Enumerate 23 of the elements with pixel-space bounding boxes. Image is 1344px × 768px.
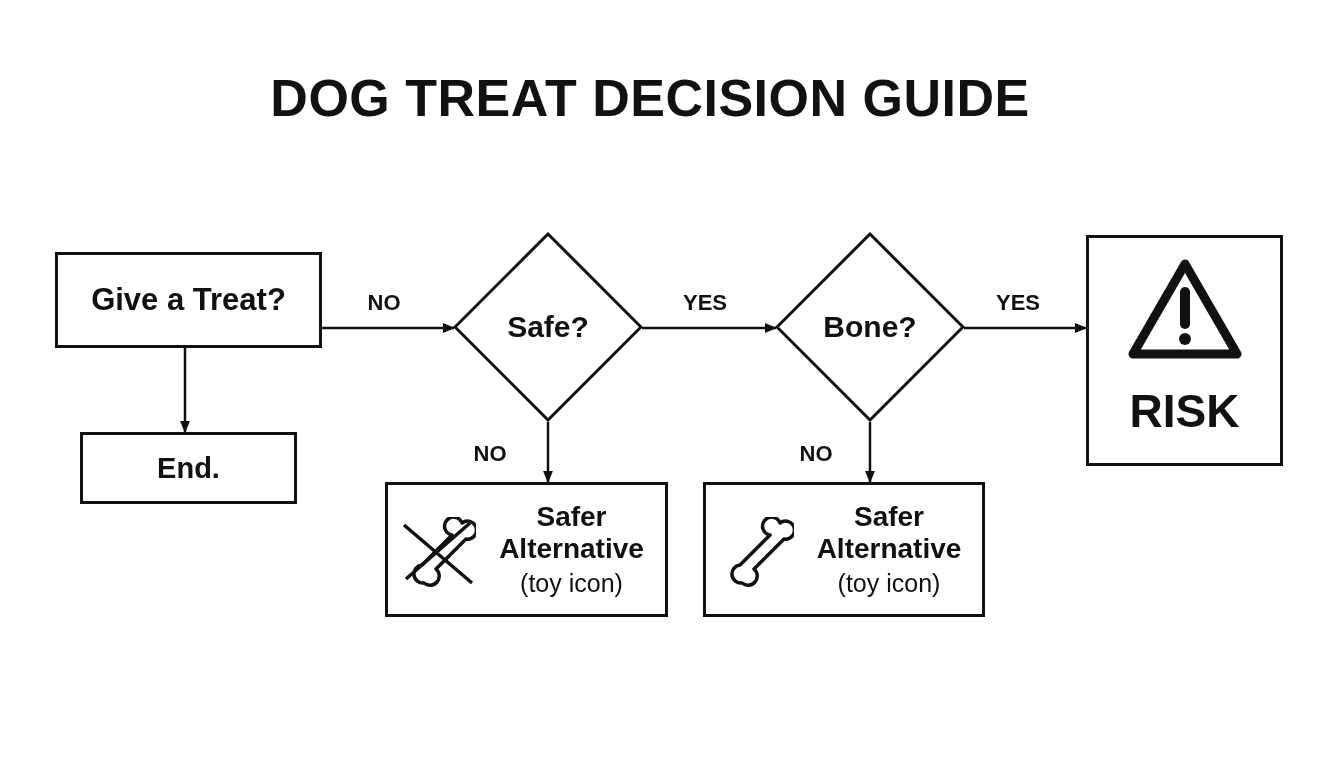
arrow	[543, 422, 553, 484]
decision-diamond	[775, 232, 965, 422]
arrow	[322, 323, 456, 333]
node-label: End.	[157, 451, 220, 485]
node-label: RISK	[1129, 384, 1240, 438]
process-box	[385, 482, 668, 617]
diagram-title: DOG TREAT DECISION GUIDE	[269, 68, 1031, 128]
node-note: (toy icon)	[837, 569, 941, 598]
process-box	[703, 482, 985, 617]
decision-diamond	[453, 232, 643, 422]
decision-label: Bone?	[823, 310, 917, 344]
arrow	[865, 422, 875, 484]
arrow	[964, 323, 1088, 333]
decision-label: Safe?	[507, 310, 589, 344]
node-label: Safer Alternative	[815, 501, 963, 565]
process-box	[55, 252, 322, 348]
process-box	[80, 432, 297, 504]
node-note: (toy icon)	[520, 569, 623, 598]
node-label: Give a Treat?	[91, 282, 286, 318]
arrow	[642, 323, 778, 333]
node-label: Safer Alternative	[498, 501, 645, 565]
arrow	[180, 348, 190, 434]
risk-box	[1086, 235, 1283, 466]
